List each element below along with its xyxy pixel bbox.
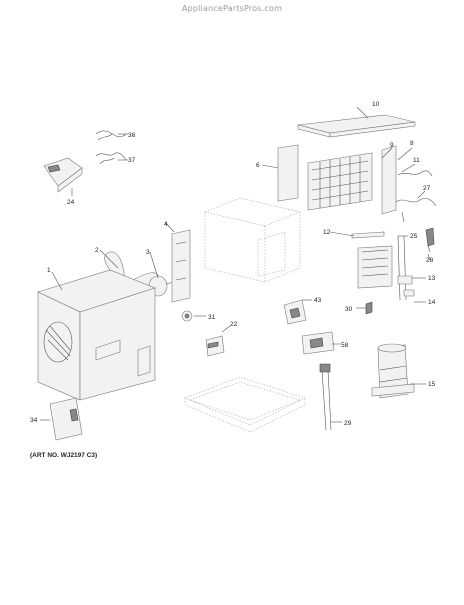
- callout-label: 12: [323, 229, 331, 236]
- wire-27[interactable]: [395, 198, 437, 223]
- callout-label: 9: [390, 142, 394, 149]
- reactor-assembly[interactable]: [351, 231, 393, 289]
- callout-label: 11: [413, 157, 420, 164]
- callout-label: 37: [128, 157, 136, 164]
- wire-11[interactable]: [397, 170, 433, 177]
- callout-label: 1: [47, 267, 51, 274]
- sensor[interactable]: [365, 301, 373, 315]
- callout-label: 28: [426, 257, 434, 264]
- capacitor[interactable]: [425, 227, 435, 253]
- callout-label: 13: [428, 275, 436, 282]
- callout-label: 31: [208, 314, 216, 321]
- callout-label: 8: [410, 140, 414, 147]
- compressor[interactable]: [371, 343, 415, 399]
- leader-lines: [40, 106, 431, 423]
- callout-label: 4: [164, 221, 168, 228]
- refrigerant-pipe[interactable]: [319, 363, 332, 431]
- wire-harness-37[interactable]: [95, 152, 127, 165]
- side-panel-right[interactable]: [381, 145, 397, 215]
- side-panel-left[interactable]: [277, 144, 299, 202]
- callout-label: 22: [230, 321, 238, 328]
- callout-label: 36: [128, 132, 136, 139]
- base-pan[interactable]: [184, 376, 306, 433]
- callout-label: 10: [372, 101, 380, 108]
- control-board-58[interactable]: [301, 331, 335, 355]
- terminal-block[interactable]: [205, 335, 225, 357]
- callout-label: 24: [67, 199, 75, 206]
- callout-label: 30: [345, 306, 353, 313]
- callout-label: 58: [341, 342, 349, 349]
- callout-label: 27: [423, 185, 431, 192]
- fan-nut[interactable]: [181, 310, 193, 322]
- callout-label: 25: [410, 233, 418, 240]
- callout-labels: 1 2 3 4 6 8 9 10 11 12 13 14 15 22 24 25…: [30, 101, 436, 427]
- access-panel[interactable]: [49, 397, 83, 441]
- rear-cabinet-frame[interactable]: [204, 197, 301, 283]
- top-cover[interactable]: [297, 114, 416, 138]
- callout-label: 15: [428, 381, 436, 388]
- wire-harness-36[interactable]: [95, 130, 127, 141]
- site-watermark: AppliancePartsPros.com: [181, 4, 283, 13]
- service-valve-assembly[interactable]: [397, 235, 415, 301]
- condenser-coil[interactable]: [307, 152, 373, 211]
- callout-label: 34: [30, 417, 38, 424]
- callout-label: 29: [344, 420, 352, 427]
- control-board-43[interactable]: [283, 299, 307, 325]
- motor-bracket[interactable]: [171, 229, 191, 303]
- callout-label: 3: [146, 249, 150, 256]
- art-number: (ART NO. WJ2197 C3): [30, 452, 98, 459]
- callout-label: 14: [428, 299, 436, 306]
- front-cabinet[interactable]: [37, 269, 156, 401]
- control-box-cover[interactable]: [43, 157, 83, 193]
- callout-label: 2: [95, 247, 99, 254]
- callout-label: 43: [314, 297, 322, 304]
- callout-label: 6: [256, 162, 260, 169]
